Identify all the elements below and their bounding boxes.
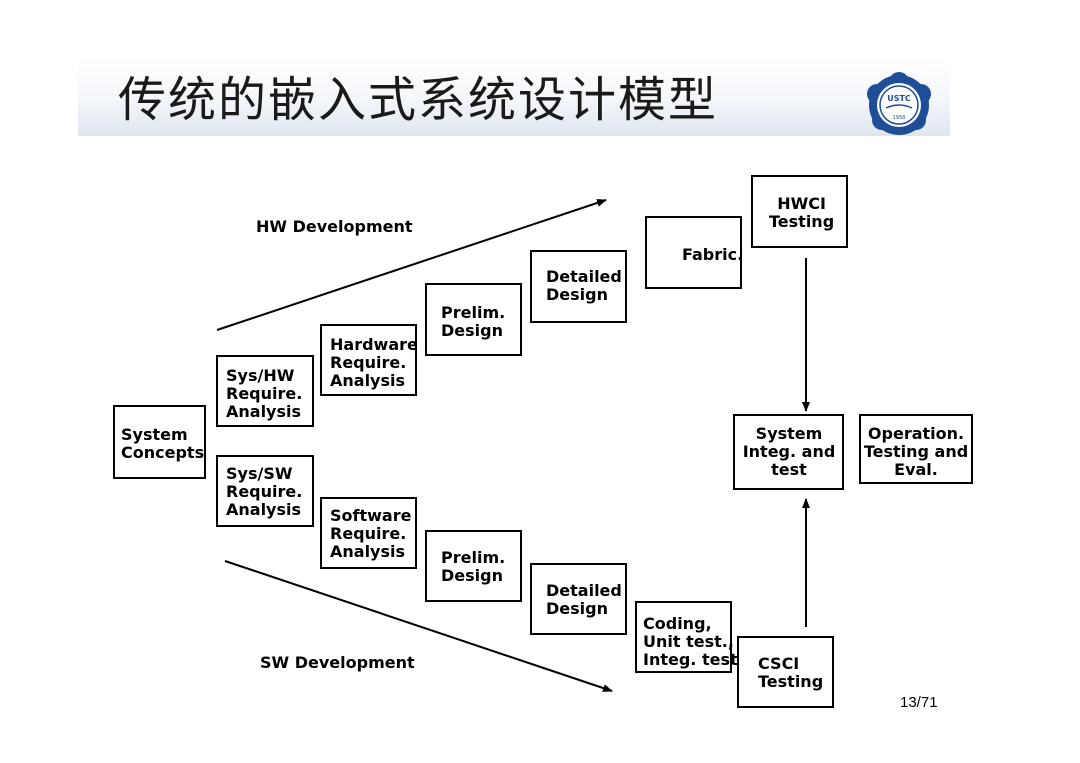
sw-detailed-design-box: Detailed Design — [530, 563, 627, 635]
hw-prelim-design-box: Prelim. Design — [425, 283, 522, 356]
hw-development-arrow — [216, 199, 607, 331]
system-integ-box: System Integ. and test — [733, 414, 844, 490]
slide-title: 传统的嵌入式系统设计模型 — [118, 72, 719, 128]
logo-text: USTC — [887, 94, 911, 103]
sys-sw-analysis-box: Sys/SW Require. Analysis — [216, 455, 314, 527]
university-logo: USTC 1958 — [867, 72, 931, 135]
title-band — [78, 58, 950, 136]
sys-hw-analysis-box: Sys/HW Require. Analysis — [216, 355, 314, 427]
hw-development-label: HW Development — [256, 217, 413, 236]
system-concepts-box: System Concepts — [113, 405, 206, 479]
hwci-testing-box: HWCI Testing — [751, 175, 848, 248]
logo-year: 1958 — [893, 115, 906, 121]
hw-detailed-design-box: Detailed Design — [530, 250, 627, 323]
fabric-box: Fabric. — [645, 216, 743, 289]
page-number: 13/71 — [900, 694, 938, 711]
software-analysis-box: Software Require. Analysis — [320, 497, 417, 569]
sw-development-arrow — [224, 560, 613, 692]
coding-box: Coding, Unit test., Integ. test — [635, 601, 738, 673]
sw-development-label: SW Development — [260, 653, 415, 672]
hardware-analysis-box: Hardware Require. Analysis — [320, 324, 418, 396]
csci-testing-box: CSCI Testing — [737, 636, 834, 708]
operation-box: Operation. Testing and Eval. — [859, 414, 973, 484]
sw-prelim-design-box: Prelim. Design — [425, 530, 522, 602]
